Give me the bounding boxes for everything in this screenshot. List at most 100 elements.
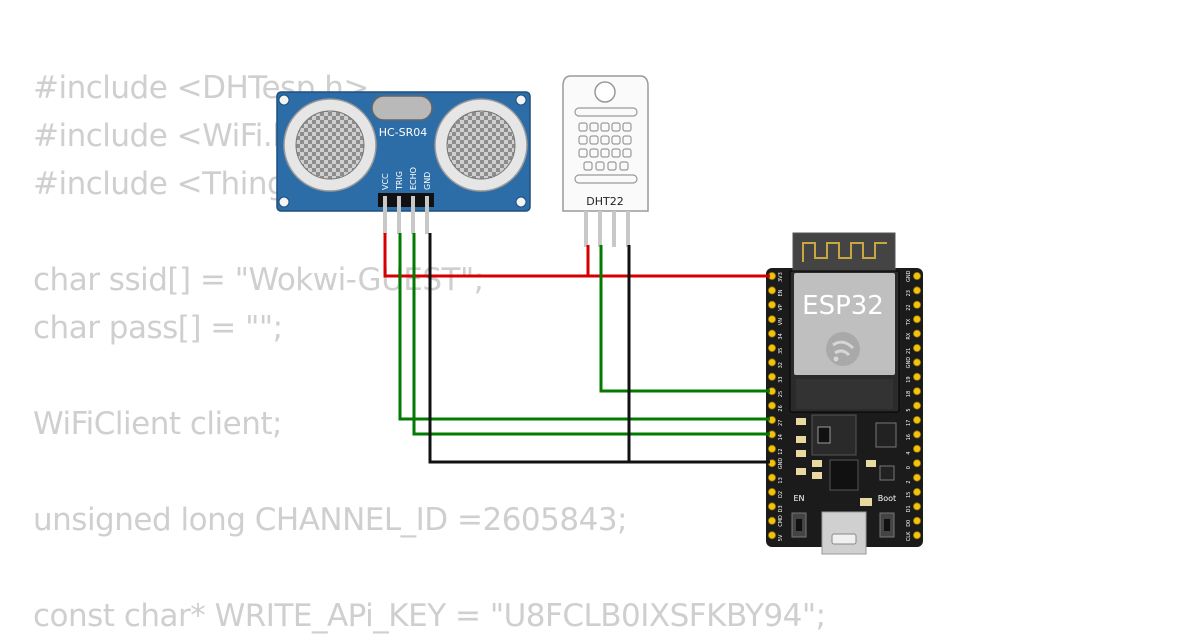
wire-hc-gnd-to-gnd <box>428 233 770 464</box>
esp32-pin-right-clk[interactable] <box>913 531 922 540</box>
esp32-pin-label: 0 <box>906 466 912 469</box>
esp32-pin-right-4[interactable] <box>913 444 922 453</box>
esp32-pin-right-19[interactable] <box>913 372 922 381</box>
esp32-pin-label: 18 <box>906 391 912 397</box>
esp32-pin-right-d0[interactable] <box>913 516 922 525</box>
esp32-pin-left-vn[interactable] <box>768 315 777 324</box>
code-line: #include <DHTesp.h> <box>33 70 369 106</box>
wire-hc-echo-to-pin <box>412 233 770 436</box>
esp32-pin-label: 35 <box>778 348 784 354</box>
boot-button-label: Boot <box>878 494 896 503</box>
esp32-board[interactable]: ESP32 EN Boot <box>766 232 923 555</box>
esp32-pin-label: 23 <box>906 290 912 296</box>
transducer-right <box>434 98 528 192</box>
code-line: char pass[] = ""; <box>33 310 283 346</box>
dht22-sensor[interactable]: DHT22 <box>562 75 649 247</box>
esp32-pin-right-0[interactable] <box>913 459 922 468</box>
esp32-pin-label: 25 <box>778 391 784 397</box>
pin-label-trig: TRIG <box>395 171 404 191</box>
esp32-pin-left-33[interactable] <box>768 372 777 381</box>
esp32-pin-label: CMD <box>778 515 784 527</box>
esp32-pin-right-17[interactable] <box>913 415 922 424</box>
esp32-pin-left-32[interactable] <box>768 358 777 367</box>
esp32-pin-right-5[interactable] <box>913 401 922 410</box>
esp32-pin-right-rx[interactable] <box>913 329 922 338</box>
wires <box>383 233 770 464</box>
esp32-pin-label: 13 <box>778 477 784 483</box>
esp32-pin-right-18[interactable] <box>913 387 922 396</box>
boot-button[interactable] <box>879 512 895 538</box>
esp32-pin-label: TX <box>906 318 912 326</box>
esp32-pin-right-16[interactable] <box>913 430 922 439</box>
esp32-pin-label: D1 <box>906 505 912 512</box>
esp32-pin-right-21[interactable] <box>913 343 922 352</box>
esp32-pin-right-15[interactable] <box>913 487 922 496</box>
pin-label-gnd: GND <box>423 172 432 190</box>
esp32-pin-label: 19 <box>906 376 912 382</box>
esp32-pin-label: 3V3 <box>778 272 784 282</box>
esp32-pin-right-gnd[interactable] <box>913 358 922 367</box>
esp32-pin-label: 5 <box>906 408 912 411</box>
esp32-pin-label: 27 <box>778 420 784 426</box>
esp32-pin-label: 34 <box>778 333 784 339</box>
esp32-pin-label: 33 <box>778 376 784 382</box>
esp32-pin-left-vp[interactable] <box>768 300 777 309</box>
en-button-label: EN <box>793 494 804 503</box>
esp32-pin-right-23[interactable] <box>913 286 922 295</box>
esp32-pin-label: 16 <box>906 434 912 440</box>
esp32-pin-left-35[interactable] <box>768 343 777 352</box>
esp32-pin-label: GND <box>906 270 912 282</box>
esp32-pin-left-cmd[interactable] <box>768 516 777 525</box>
code-line: char ssid[] = "Wokwi-GUEST"; <box>33 262 484 298</box>
code-line: WiFiClient client; <box>33 406 282 442</box>
esp32-pin-left-d3[interactable] <box>768 502 777 511</box>
pin-label-echo: ECHO <box>409 167 418 190</box>
esp32-pin-right-tx[interactable] <box>913 315 922 324</box>
esp32-pin-left-34[interactable] <box>768 329 777 338</box>
esp32-pin-left-12[interactable] <box>768 444 777 453</box>
esp32-pin-label: 17 <box>906 420 912 426</box>
esp32-pin-label: 5V <box>778 534 784 541</box>
esp32-pin-right-2[interactable] <box>913 473 922 482</box>
usb-port <box>821 511 867 555</box>
esp32-pin-label: CLK <box>906 531 912 541</box>
esp32-pin-label: EN <box>778 289 784 296</box>
hc-sr04-label: HC-SR04 <box>379 126 428 139</box>
wire-dht-data-to-pin <box>599 245 770 393</box>
esp32-pin-label: 4 <box>906 452 912 455</box>
esp32-pin-label: VP <box>778 304 784 310</box>
esp32-pin-left-26[interactable] <box>768 401 777 410</box>
esp32-pin-label: D0 <box>906 520 912 527</box>
esp32-pin-label: 22 <box>906 304 912 310</box>
esp32-pin-label: D2 <box>778 491 784 498</box>
esp32-pin-label: 12 <box>778 448 784 454</box>
esp32-pin-label: 2 <box>906 480 912 483</box>
esp32-pin-label: 26 <box>778 405 784 411</box>
hc-sr04-sensor[interactable]: HC-SR04 VCC TRIG ECHO GND <box>276 91 531 234</box>
esp32-pin-label: RX <box>906 332 912 339</box>
esp32-pin-right-22[interactable] <box>913 300 922 309</box>
esp32-pin-left-d2[interactable] <box>768 487 777 496</box>
esp32-pin-right-d1[interactable] <box>913 502 922 511</box>
esp32-pin-label: 14 <box>778 434 784 440</box>
code-line: unsigned long CHANNEL_ID =2605843; <box>33 502 627 538</box>
esp32-pin-label: 32 <box>778 362 784 368</box>
esp32-pin-label: GND <box>778 458 784 470</box>
code-line: const char* WRITE_APi_KEY = "U8FCLB0IXSF… <box>33 598 826 634</box>
esp32-pin-left-13[interactable] <box>768 473 777 482</box>
esp32-pin-label: 15 <box>906 492 912 498</box>
esp32-pin-left-en[interactable] <box>768 286 777 295</box>
pin-label-vcc: VCC <box>381 173 390 190</box>
espressif-logo-icon <box>826 332 860 366</box>
esp32-pin-label: 21 <box>906 348 912 354</box>
esp32-pin-label: VN <box>778 318 784 325</box>
esp32-pin-label: GND <box>906 357 912 369</box>
esp32-pin-left-5v[interactable] <box>768 531 777 540</box>
transducer-left <box>283 98 377 192</box>
esp32-pin-right-gnd[interactable] <box>913 271 922 280</box>
esp32-pin-label: D3 <box>778 505 784 512</box>
wire-hc-vcc-to-3v3 <box>383 233 770 278</box>
dht22-label: DHT22 <box>586 195 623 208</box>
en-button[interactable] <box>791 512 807 538</box>
